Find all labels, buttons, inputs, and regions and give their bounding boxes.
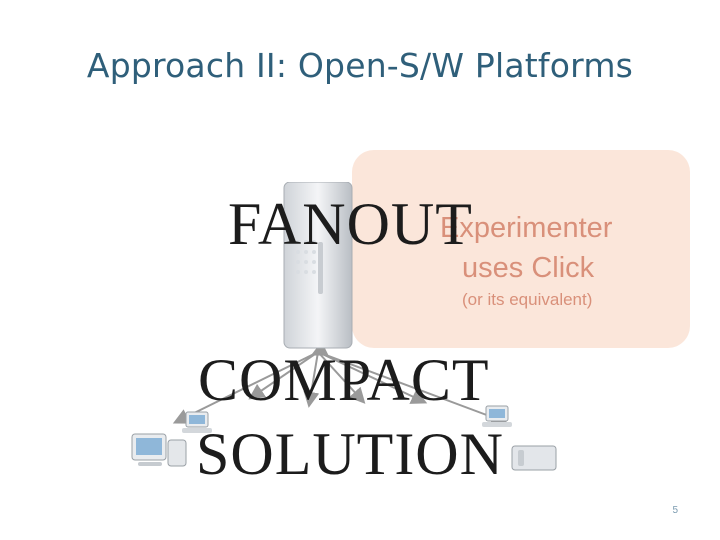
- overlay-text-solution: SOLUTION: [196, 421, 504, 487]
- callout-text-experimenter: Experimenter: [440, 212, 613, 244]
- slide-title: Approach II: Open-S/W Platforms: [86, 46, 634, 85]
- callout-text-equivalent: (or its equivalent): [462, 290, 593, 309]
- page-number: 5: [672, 505, 678, 516]
- overlay-text-compact: COMPACT: [198, 347, 490, 413]
- desktop-computer-icon: [131, 433, 187, 467]
- laptop-icon: [482, 405, 512, 427]
- server-tower-icon: [283, 182, 353, 349]
- laptop-icon: [182, 411, 212, 433]
- overlay-text-fanout: FANOUT: [228, 191, 473, 257]
- desktop-computer-icon: [511, 445, 557, 471]
- callout-text-uses-click: uses Click: [462, 252, 595, 284]
- callout-box: [352, 150, 690, 348]
